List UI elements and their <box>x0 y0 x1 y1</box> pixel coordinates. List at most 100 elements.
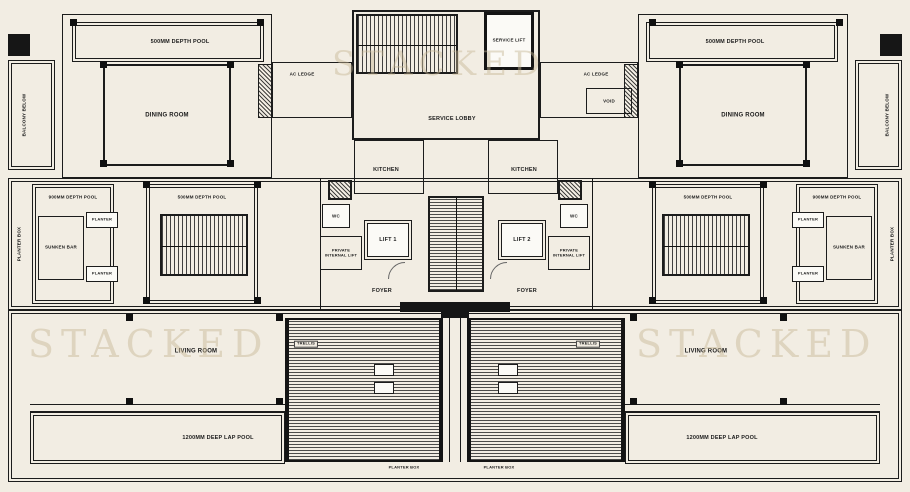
lift-2-shaft <box>498 220 546 260</box>
lap-pool-right-label: 1200MM DEEP LAP POOL <box>686 434 758 441</box>
private-internal-lift-left-label: PRIVATE INTERNAL LIFT <box>324 247 358 257</box>
room-kitchen-left <box>354 140 424 194</box>
service-lobby-label: SERVICE LOBBY <box>428 115 476 122</box>
dining-room-left-label: DINING ROOM <box>145 112 189 119</box>
column-marker <box>649 181 656 188</box>
column-marker <box>803 61 810 68</box>
trellis-left-label: TRELLIS <box>293 340 319 348</box>
planter-left-top <box>86 212 118 228</box>
planter-left-top-label: PLANTER <box>91 216 113 222</box>
room-kitchen-right <box>488 140 558 194</box>
party-wall-strip <box>449 318 461 462</box>
corner-block-right <box>880 34 902 56</box>
column-marker <box>760 181 767 188</box>
service-lift-label: SERVICE LIFT <box>492 37 526 43</box>
service-stair <box>356 14 458 74</box>
corner-block-left <box>8 34 30 56</box>
lap-pool-left <box>30 412 285 464</box>
planter-left-bottom <box>86 266 118 282</box>
column-marker <box>70 19 77 26</box>
planter-right-top-label: PLANTER <box>797 216 819 222</box>
column-marker <box>780 314 787 321</box>
room-dining-left <box>103 64 231 166</box>
balcony-below-left-label: BALCONY BELOW <box>21 93 27 137</box>
column-marker <box>257 19 264 26</box>
pool-900-left-label: 900MM DEPTH POOL <box>48 194 98 200</box>
column-marker <box>100 160 107 167</box>
duct-shaft-left <box>328 180 352 200</box>
planter-box-right-label: PLANTER BOX <box>889 226 895 262</box>
column-marker <box>254 181 261 188</box>
wc-left-label: WC <box>332 213 340 219</box>
pool-500-mid-right <box>652 184 764 304</box>
room-wc-left <box>322 204 350 228</box>
center-wall-block <box>441 306 469 318</box>
column-marker <box>803 160 810 167</box>
balcony-strip-left <box>8 60 55 170</box>
column-marker <box>276 314 283 321</box>
room-wc-right <box>560 204 588 228</box>
pool-500-mid-left-label: 500MM DEPTH POOL <box>177 194 227 200</box>
column-marker <box>227 160 234 167</box>
planter-right-top <box>792 212 824 228</box>
pool-900-right <box>796 184 878 304</box>
pool-900-right-label: 900MM DEPTH POOL <box>812 194 862 200</box>
void-box <box>586 88 632 114</box>
service-lift-shaft <box>484 12 534 70</box>
pool-500-top-right-label: 500MM DEPTH POOL <box>705 38 765 45</box>
wall-right-wing <box>638 14 848 178</box>
pool-900-left <box>32 184 114 304</box>
balcony-strip-right <box>855 60 902 170</box>
planter-box-left-label: PLANTER BOX <box>16 226 22 262</box>
deck-annotation-box <box>374 364 394 376</box>
lap-pool-left-label: 1200MM DEEP LAP POOL <box>182 434 254 441</box>
lift-1-label: LIFT 1 <box>379 236 397 243</box>
pool-top-right <box>646 22 838 62</box>
pool-top-left <box>72 22 264 62</box>
window-wall-left <box>30 404 285 412</box>
stair-rail-line <box>162 246 246 247</box>
wall-ac-ledge-left <box>272 62 352 118</box>
living-room-left-label: LIVING ROOM <box>174 348 218 355</box>
balcony-below-right-label: BALCONY BELOW <box>884 93 890 137</box>
planter-right-bottom <box>792 266 824 282</box>
column-marker <box>676 160 683 167</box>
column-marker <box>630 314 637 321</box>
column-marker <box>780 398 787 405</box>
wall-core-right-edge <box>592 178 593 310</box>
column-marker <box>126 314 133 321</box>
column-marker <box>100 61 107 68</box>
trellis-deck-right <box>467 318 625 462</box>
kitchen-right-label: KITCHEN <box>511 166 537 173</box>
window-wall-right <box>625 404 880 412</box>
lift-1-shaft <box>364 220 412 260</box>
ac-ledge-left-label: AC LEDGE <box>289 71 315 77</box>
dining-room-right-label: DINING ROOM <box>721 112 765 119</box>
column-marker <box>143 181 150 188</box>
foyer-right-label: FOYER <box>517 287 537 294</box>
column-marker <box>630 398 637 405</box>
void-label: VOID <box>603 98 615 104</box>
duct-shaft-right <box>558 180 582 200</box>
pool-500-mid-right-label: 500MM DEPTH POOL <box>683 194 733 200</box>
column-marker <box>143 297 150 304</box>
planter-right-bottom-label: PLANTER <box>797 270 819 276</box>
wc-right-label: WC <box>570 213 578 219</box>
private-internal-lift-right-label: PRIVATE INTERNAL LIFT <box>552 247 586 257</box>
column-marker <box>649 19 656 26</box>
pool-500-top-left-label: 500MM DEPTH POOL <box>150 38 210 45</box>
kitchen-left-label: KITCHEN <box>373 166 399 173</box>
wall-service-core <box>352 10 540 140</box>
deck-annotation-box <box>498 382 518 394</box>
foyer-left-label: FOYER <box>372 287 392 294</box>
stair-left-wing <box>160 214 248 276</box>
lift-2-label: LIFT 2 <box>513 236 531 243</box>
pool-500-mid-left <box>146 184 258 304</box>
private-lift-room-left <box>320 236 362 270</box>
column-marker <box>649 297 656 304</box>
sunken-bar-right-label: SUNKEN BAR <box>832 244 865 250</box>
column-marker <box>276 398 283 405</box>
room-dining-right <box>679 64 807 166</box>
planter-left-bottom-label: PLANTER <box>91 270 113 276</box>
planter-box-bottom-right-label: PLANTER BOX <box>481 464 517 471</box>
